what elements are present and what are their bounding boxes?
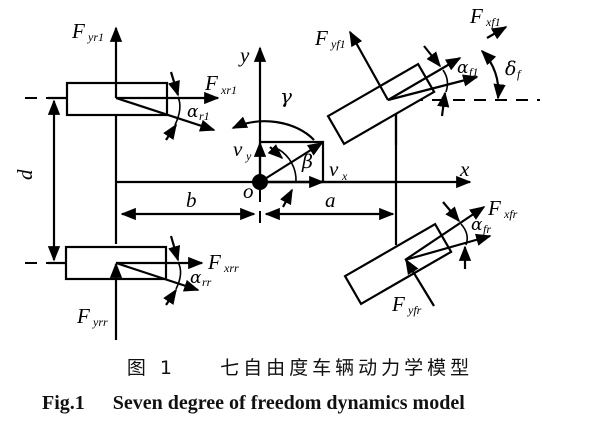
beta-label: β	[301, 151, 313, 173]
y-axis-label: y	[238, 43, 250, 67]
front-right-tire	[343, 222, 453, 306]
vehicle-dynamics-diagram: x y o β v y v x γ b a d F yr1	[13, 4, 540, 340]
velocity-rect	[260, 140, 325, 182]
svg-text:fr: fr	[483, 222, 491, 236]
svg-text:α: α	[187, 102, 199, 122]
beta-arrow-top	[267, 144, 284, 160]
alpha-fr-arrow-top	[442, 201, 460, 223]
delta-f-label: δ f	[505, 58, 522, 81]
b-label: b	[186, 188, 197, 212]
fx-fr-vector	[404, 206, 486, 261]
rl-velocity-dir	[115, 96, 216, 132]
delta-f-arc	[480, 49, 506, 100]
svg-text:F: F	[76, 304, 90, 328]
fx-fl-label: F xf1	[469, 4, 501, 29]
svg-text:F: F	[314, 26, 328, 50]
svg-text:α: α	[190, 268, 202, 288]
fx-fl-small-arrow	[486, 26, 508, 40]
alpha-rl-label: α r1	[187, 102, 210, 123]
svg-text:yrr: yrr	[92, 315, 108, 329]
svg-text:xf1: xf1	[485, 15, 501, 29]
svg-text:δ: δ	[505, 58, 516, 80]
alpha-rl-arc	[174, 96, 181, 126]
yaw-rate-arc	[231, 116, 315, 141]
svg-text:r1: r1	[199, 109, 210, 123]
alpha-rr-arrow-bottom	[163, 288, 177, 306]
svg-text:xr1: xr1	[220, 83, 237, 97]
caption-english: Fig.1 Seven degree of freedom dynamics mo…	[42, 392, 465, 415]
svg-text:x: x	[341, 169, 348, 183]
alpha-fl-arrow-top	[423, 45, 441, 68]
front-right-wheel: F yfr F xfr α fr	[343, 196, 518, 317]
fy-fr-vector	[405, 258, 435, 307]
x-axis-label: x	[459, 157, 470, 181]
svg-text:f1: f1	[469, 65, 478, 79]
front-left-tire	[326, 62, 436, 146]
svg-text:yr1: yr1	[87, 30, 104, 44]
caption-en-title: Seven degree of freedom dynamics model	[112, 392, 465, 414]
caption-cn-title: 七自由度车辆动力学模型	[220, 357, 474, 379]
front-left-wheel: F yf1 F xf1 α f1 δ f	[314, 4, 522, 146]
svg-text:v: v	[233, 137, 243, 161]
svg-text:F: F	[487, 196, 501, 220]
svg-text:F: F	[71, 19, 85, 43]
fy-fl-label: F yf1	[314, 26, 346, 51]
svg-text:yf1: yf1	[330, 37, 346, 51]
fy-rl-label: F yr1	[71, 19, 104, 44]
fx-fr-label: F xfr	[487, 196, 518, 221]
fr-velocity-dir	[404, 233, 492, 262]
alpha-rr-arrow-top	[168, 235, 181, 262]
svg-text:xfr: xfr	[503, 207, 518, 221]
svg-text:f: f	[517, 67, 522, 81]
alpha-rl-arrow-top	[168, 71, 180, 97]
svg-text:α: α	[471, 215, 483, 235]
rr-velocity-dir	[115, 261, 200, 292]
svg-text:α: α	[457, 58, 469, 78]
svg-text:yfr: yfr	[407, 303, 422, 317]
svg-text:F: F	[391, 292, 405, 316]
svg-text:F: F	[204, 71, 218, 95]
rear-right-wheel: F yrr F xrr α rr	[64, 235, 239, 340]
svg-text:v: v	[329, 157, 339, 181]
svg-text:y: y	[245, 149, 252, 163]
alpha-rl-arrow-bottom	[163, 123, 177, 141]
svg-text:F: F	[207, 250, 221, 274]
alpha-fl-label: α f1	[457, 58, 478, 79]
svg-text:F: F	[469, 4, 483, 28]
alpha-fl-arc	[442, 69, 449, 93]
fx-rl-label: F xr1	[204, 71, 237, 97]
svg-text:rr: rr	[202, 275, 212, 289]
fx-fl-vector	[387, 57, 462, 101]
a-label: a	[325, 188, 336, 212]
caption-en-label: Fig.1	[42, 392, 85, 414]
beta-arrow-bottom	[280, 188, 293, 208]
fl-velocity-dir	[387, 74, 479, 102]
alpha-rr-label: α rr	[190, 268, 212, 289]
vx-label: v x	[329, 157, 348, 183]
caption-cn-label: 图 1	[126, 357, 177, 379]
caption-chinese: 图 1 七自由度车辆动力学模型	[0, 353, 600, 380]
alpha-rr-arc	[175, 261, 182, 290]
fx-rr-label: F xrr	[207, 250, 239, 275]
fy-fl-vector	[349, 30, 389, 101]
rear-left-wheel: F yr1 F xr1 α r1	[65, 19, 237, 141]
vy-label: v y	[233, 137, 252, 163]
alpha-fr-arc	[460, 223, 468, 246]
alpha-fl-arrow-bottom	[437, 91, 450, 117]
fy-fr-label: F yfr	[391, 292, 422, 317]
gamma-label: γ	[280, 84, 292, 108]
alpha-fr-label: α fr	[471, 215, 491, 236]
origin-label: o	[243, 179, 254, 203]
d-label: d	[13, 169, 37, 180]
fy-rr-label: F yrr	[76, 304, 108, 329]
svg-text:xrr: xrr	[223, 261, 239, 275]
